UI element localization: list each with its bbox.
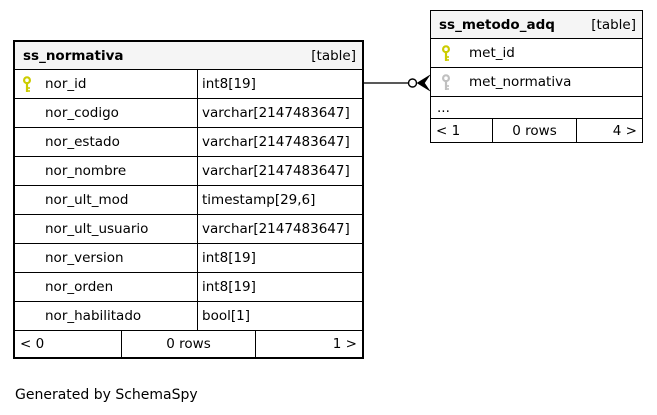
- column-name: nor_codigo: [45, 105, 119, 121]
- table-title: ss_normativa: [23, 47, 124, 64]
- footer-prev-count: < 1: [431, 119, 493, 142]
- footer-next-count: 4 >: [612, 122, 637, 139]
- table-row: nor_habilitado bool[1]: [15, 302, 362, 331]
- generated-by-note: Generated by SchemaSpy: [15, 387, 198, 403]
- table-header[interactable]: ss_normativa [table]: [15, 42, 362, 70]
- table-node-ss-metodo-adq[interactable]: ss_metodo_adq [table] met_id: [430, 10, 643, 143]
- footer-next-count: 1 >: [332, 336, 357, 352]
- table-row: nor_ult_mod timestamp[29,6]: [15, 186, 362, 215]
- table-badge: [table]: [591, 16, 636, 33]
- column-type: timestamp[29,6]: [197, 186, 362, 214]
- column-name: met_normativa: [469, 74, 572, 90]
- table-row: nor_id int8[19]: [15, 70, 362, 99]
- footer-row-count: 0 rows: [122, 331, 256, 357]
- relationship-connector: [364, 74, 431, 92]
- table-row: nor_codigo varchar[2147483647]: [15, 99, 362, 128]
- foreign-key-icon: [441, 73, 453, 91]
- table-row: nor_version int8[19]: [15, 244, 362, 273]
- column-type: varchar[2147483647]: [197, 157, 362, 185]
- zero-or-dot-symbol: [407, 78, 418, 88]
- column-type: varchar[2147483647]: [197, 99, 362, 127]
- column-name: met_id: [469, 45, 515, 61]
- footer-row-count: 0 rows: [493, 119, 577, 142]
- column-name: nor_orden: [45, 279, 114, 295]
- column-name: nor_estado: [45, 134, 120, 150]
- column-name: nor_id: [45, 76, 87, 92]
- column-name: nor_habilitado: [45, 308, 142, 324]
- column-type: int8[19]: [197, 70, 362, 98]
- column-name: nor_ult_mod: [45, 192, 129, 208]
- crow-foot-arrow: [416, 74, 431, 92]
- primary-key-icon: [22, 75, 32, 93]
- column-type: varchar[2147483647]: [197, 215, 362, 243]
- table-node-ss-normativa[interactable]: ss_normativa [table] nor_id int8[19] nor…: [13, 40, 364, 359]
- table-footer: < 0 0 rows 1 >: [15, 331, 362, 357]
- column-name: nor_version: [45, 250, 124, 266]
- table-row: met_normativa: [431, 68, 642, 97]
- footer-prev-count: < 0: [15, 331, 122, 357]
- column-type: int8[19]: [197, 273, 362, 301]
- table-title: ss_metodo_adq: [439, 16, 555, 33]
- column-type: int8[19]: [197, 244, 362, 272]
- primary-key-icon: [441, 44, 453, 62]
- hidden-columns-ellipsis: ...: [431, 97, 642, 119]
- table-footer: < 1 0 rows 4 >: [431, 119, 642, 142]
- column-type: varchar[2147483647]: [197, 128, 362, 156]
- table-row: nor_ult_usuario varchar[2147483647]: [15, 215, 362, 244]
- column-name: nor_ult_usuario: [45, 221, 149, 237]
- table-row: nor_nombre varchar[2147483647]: [15, 157, 362, 186]
- table-header[interactable]: ss_metodo_adq [table]: [431, 11, 642, 39]
- table-row: met_id: [431, 39, 642, 68]
- column-name: nor_nombre: [45, 163, 127, 179]
- table-row: nor_estado varchar[2147483647]: [15, 128, 362, 157]
- column-type: bool[1]: [197, 302, 362, 330]
- table-badge: [table]: [311, 47, 356, 64]
- table-row: nor_orden int8[19]: [15, 273, 362, 302]
